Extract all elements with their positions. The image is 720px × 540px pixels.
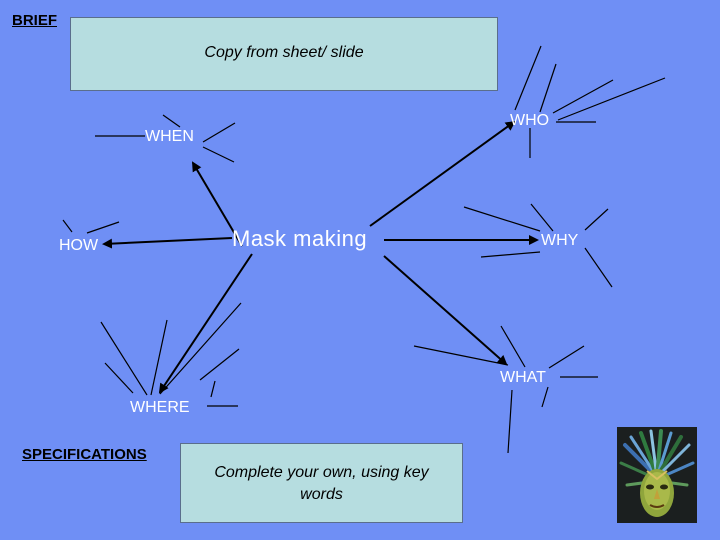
mask-icon [617,427,697,523]
arrow-to-how [102,237,233,249]
brief-box-text: Copy from sheet/ slide [204,44,364,61]
arrow-to-what [383,255,508,366]
arrow-to-when [191,161,243,247]
node-why: WHY [541,232,579,249]
arrow-to-who [369,120,516,227]
node-where: WHERE [130,399,190,416]
node-when: WHEN [145,128,194,145]
center-node-mask-making: Mask making [232,226,368,251]
arrow-to-where [158,253,253,394]
node-how: HOW [59,237,99,254]
node-who: WHO [510,112,550,129]
specifications-box-text: Complete your own, using key words [214,464,429,503]
brief-box: Copy from sheet/ slide [70,17,498,91]
specifications-heading: SPECIFICATIONS [22,446,147,463]
specifications-box: Complete your own, using key words [180,443,463,523]
node-what: WHAT [500,369,546,386]
brief-heading: BRIEF [12,12,57,29]
